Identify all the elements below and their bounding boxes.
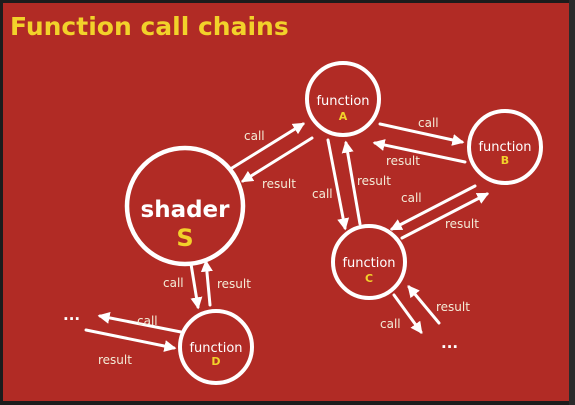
node-shader: shader S: [124, 145, 246, 267]
node-shader-letter: S: [176, 224, 193, 252]
node-function-b-label: function: [478, 140, 531, 155]
node-function-c-circle: [331, 224, 407, 300]
label-result-d-out: result: [98, 353, 132, 367]
node-function-d: function D: [178, 309, 254, 385]
arrow-shader-to-d: [189, 262, 203, 310]
node-function-b-letter: B: [501, 154, 509, 167]
arrow-a-to-b: [378, 122, 465, 146]
node-function-d-circle: [178, 309, 254, 385]
label-call-shader-a: call: [244, 129, 265, 143]
arrow-outside-to-c: [407, 285, 441, 325]
label-result-shader-a: result: [262, 177, 296, 191]
arrow-c-to-a: [341, 140, 362, 226]
arrow-c-to-b: [400, 192, 490, 240]
label-call-a-b: call: [418, 116, 439, 130]
node-function-b-circle: [467, 109, 543, 185]
slide-background: [3, 3, 569, 401]
slide-title: Function call chains: [10, 12, 289, 41]
label-result-c-out: result: [436, 300, 470, 314]
arrow-b-to-a: [372, 139, 467, 164]
node-function-d-label: function: [189, 341, 242, 356]
node-function-c-label: function: [342, 256, 395, 271]
arrow-a-to-shader: [240, 136, 314, 183]
edge-labels: call result call result call result call…: [98, 116, 479, 367]
label-call-c-out: call: [380, 317, 401, 331]
label-result-shader-d: result: [217, 277, 251, 291]
node-function-a-label: function: [316, 94, 369, 109]
arrows: [84, 122, 490, 352]
node-shader-circle: [124, 145, 246, 267]
node-function-a-circle: [305, 61, 381, 137]
label-result-b-c: result: [445, 217, 479, 231]
node-function-d-letter: D: [211, 355, 220, 368]
arrow-c-to-outside: [392, 293, 423, 334]
ellipsis-right: ...: [441, 334, 458, 352]
arrow-shader-to-a: [230, 122, 306, 170]
arrow-outside-to-d: [84, 328, 177, 352]
node-function-a: function A: [305, 61, 381, 137]
node-shader-label: shader: [141, 197, 231, 223]
node-function-c: function C: [331, 224, 407, 300]
label-result-a-b: result: [386, 154, 420, 168]
label-result-a-c: result: [357, 174, 391, 188]
arrow-b-to-c: [389, 184, 477, 231]
node-function-b: function B: [467, 109, 543, 185]
label-call-b-c: call: [401, 191, 422, 205]
node-function-c-letter: C: [365, 272, 373, 285]
label-call-d-out: call: [137, 314, 158, 328]
node-function-a-letter: A: [339, 110, 348, 123]
arrow-a-to-c: [326, 138, 350, 231]
slide-right-edge: [569, 0, 575, 405]
ellipsis-left: ...: [63, 306, 80, 324]
arrow-d-to-shader: [200, 259, 213, 307]
label-call-shader-d: call: [163, 276, 184, 290]
arrow-d-to-outside: [97, 311, 183, 334]
label-call-a-c: call: [312, 187, 333, 201]
